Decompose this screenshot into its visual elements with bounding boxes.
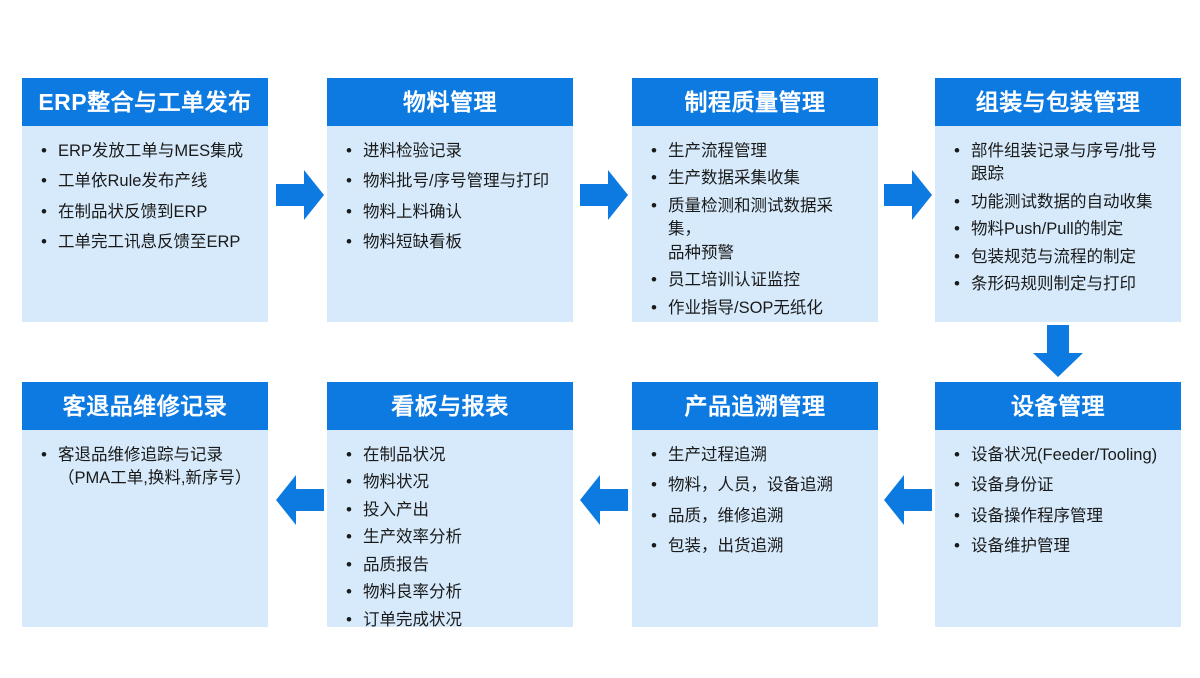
arrow-traceability-to-dashboard (580, 473, 628, 527)
list-item: 部件组装记录与序号/批号 跟踪 (954, 139, 1167, 187)
card-traceability[interactable]: 产品追溯管理 生产过程追溯 物料，人员，设备追溯 品质，维修追溯 包装，出货追溯 (632, 382, 878, 627)
list-item: 品质，维修追溯 (651, 504, 864, 529)
list-item: 包装规范与流程的制定 (954, 245, 1167, 270)
card-body-erp: ERP发放工单与MES集成 工单依Rule发布产线 在制品状反馈到ERP 工单完… (22, 126, 268, 322)
card-title-erp: ERP整合与工单发布 (22, 78, 268, 126)
card-material[interactable]: 物料管理 进料检验记录 物料批号/序号管理与打印 物料上料确认 物料短缺看板 (327, 78, 573, 322)
list-item: 员工培训认证监控 (651, 268, 864, 293)
bullet-list-rma-repair: 客退品维修追踪与记录 （PMA工单,换料,新序号） (32, 443, 258, 491)
bullet-list-equipment: 设备状况(Feeder/Tooling) 设备身份证 设备操作程序管理 设备维护… (945, 443, 1171, 559)
bullet-list-dashboard-report: 在制品状况 物料状况 投入产出 生产效率分析 品质报告 物料良率分析 订单完成状… (337, 443, 563, 633)
arrow-erp-to-material (276, 168, 324, 222)
list-item: 物料上料确认 (346, 200, 559, 225)
list-item: 作业指导/SOP无纸化 (651, 296, 864, 321)
card-title-process-quality: 制程质量管理 (632, 78, 878, 126)
arrow-assembly-to-equipment (1031, 325, 1085, 379)
bullet-list-process-quality: 生产流程管理 生产数据采集收集 质量检测和测试数据采集， 品种预警 员工培训认证… (642, 139, 868, 321)
list-item: 质量检测和测试数据采集， 品种预警 (651, 194, 864, 265)
list-item: 品质报告 (346, 553, 559, 578)
card-body-assembly-packaging: 部件组装记录与序号/批号 跟踪 功能测试数据的自动收集 物料Push/Pull的… (935, 126, 1181, 322)
card-title-assembly-packaging: 组装与包装管理 (935, 78, 1181, 126)
bullet-list-material: 进料检验记录 物料批号/序号管理与打印 物料上料确认 物料短缺看板 (337, 139, 563, 255)
list-item: 在制品状况 (346, 443, 559, 468)
card-body-material: 进料检验记录 物料批号/序号管理与打印 物料上料确认 物料短缺看板 (327, 126, 573, 322)
card-process-quality[interactable]: 制程质量管理 生产流程管理 生产数据采集收集 质量检测和测试数据采集， 品种预警… (632, 78, 878, 322)
bullet-list-erp: ERP发放工单与MES集成 工单依Rule发布产线 在制品状反馈到ERP 工单完… (32, 139, 258, 255)
list-item: 物料Push/Pull的制定 (954, 217, 1167, 242)
list-item: 进料检验记录 (346, 139, 559, 164)
list-item: 设备身份证 (954, 473, 1167, 498)
bullet-list-assembly-packaging: 部件组装记录与序号/批号 跟踪 功能测试数据的自动收集 物料Push/Pull的… (945, 139, 1171, 297)
bullet-list-traceability: 生产过程追溯 物料，人员，设备追溯 品质，维修追溯 包装，出货追溯 (642, 443, 868, 559)
card-title-equipment: 设备管理 (935, 382, 1181, 430)
list-item: 工单完工讯息反馈至ERP (41, 230, 254, 255)
list-item: 生产效率分析 (346, 525, 559, 550)
arrow-equipment-to-traceability (884, 473, 932, 527)
card-title-rma-repair: 客退品维修记录 (22, 382, 268, 430)
list-item: 功能测试数据的自动收集 (954, 190, 1167, 215)
list-item: 生产过程追溯 (651, 443, 864, 468)
list-item: 设备操作程序管理 (954, 504, 1167, 529)
list-item: 包装，出货追溯 (651, 534, 864, 559)
list-item: 条形码规则制定与打印 (954, 272, 1167, 297)
card-body-equipment: 设备状况(Feeder/Tooling) 设备身份证 设备操作程序管理 设备维护… (935, 430, 1181, 627)
list-item: 客退品维修追踪与记录 （PMA工单,换料,新序号） (41, 443, 254, 491)
card-title-material: 物料管理 (327, 78, 573, 126)
list-item: 设备状况(Feeder/Tooling) (954, 443, 1167, 468)
list-item: 工单依Rule发布产线 (41, 169, 254, 194)
list-item: 物料批号/序号管理与打印 (346, 169, 559, 194)
card-assembly-packaging[interactable]: 组装与包装管理 部件组装记录与序号/批号 跟踪 功能测试数据的自动收集 物料Pu… (935, 78, 1181, 322)
arrow-dashboard-to-rma (276, 473, 324, 527)
list-item: 订单完成状况 (346, 608, 559, 633)
list-item: 物料，人员，设备追溯 (651, 473, 864, 498)
card-equipment[interactable]: 设备管理 设备状况(Feeder/Tooling) 设备身份证 设备操作程序管理… (935, 382, 1181, 627)
card-title-traceability: 产品追溯管理 (632, 382, 878, 430)
card-body-traceability: 生产过程追溯 物料，人员，设备追溯 品质，维修追溯 包装，出货追溯 (632, 430, 878, 627)
card-dashboard-report[interactable]: 看板与报表 在制品状况 物料状况 投入产出 生产效率分析 品质报告 物料良率分析… (327, 382, 573, 632)
list-item: 物料良率分析 (346, 580, 559, 605)
card-body-rma-repair: 客退品维修追踪与记录 （PMA工单,换料,新序号） (22, 430, 268, 627)
card-body-dashboard-report: 在制品状况 物料状况 投入产出 生产效率分析 品质报告 物料良率分析 订单完成状… (327, 430, 573, 642)
card-erp[interactable]: ERP整合与工单发布 ERP发放工单与MES集成 工单依Rule发布产线 在制品… (22, 78, 268, 322)
list-item: 投入产出 (346, 498, 559, 523)
card-body-process-quality: 生产流程管理 生产数据采集收集 质量检测和测试数据采集， 品种预警 员工培训认证… (632, 126, 878, 330)
card-title-dashboard-report: 看板与报表 (327, 382, 573, 430)
list-item: 在制品状反馈到ERP (41, 200, 254, 225)
list-item: 物料短缺看板 (346, 230, 559, 255)
arrow-process-quality-to-assembly (884, 168, 932, 222)
arrow-material-to-process-quality (580, 168, 628, 222)
list-item: 生产流程管理 (651, 139, 864, 164)
list-item: 生产数据采集收集 (651, 166, 864, 191)
list-item: ERP发放工单与MES集成 (41, 139, 254, 164)
list-item: 设备维护管理 (954, 534, 1167, 559)
card-rma-repair[interactable]: 客退品维修记录 客退品维修追踪与记录 （PMA工单,换料,新序号） (22, 382, 268, 627)
list-item: 物料状况 (346, 470, 559, 495)
